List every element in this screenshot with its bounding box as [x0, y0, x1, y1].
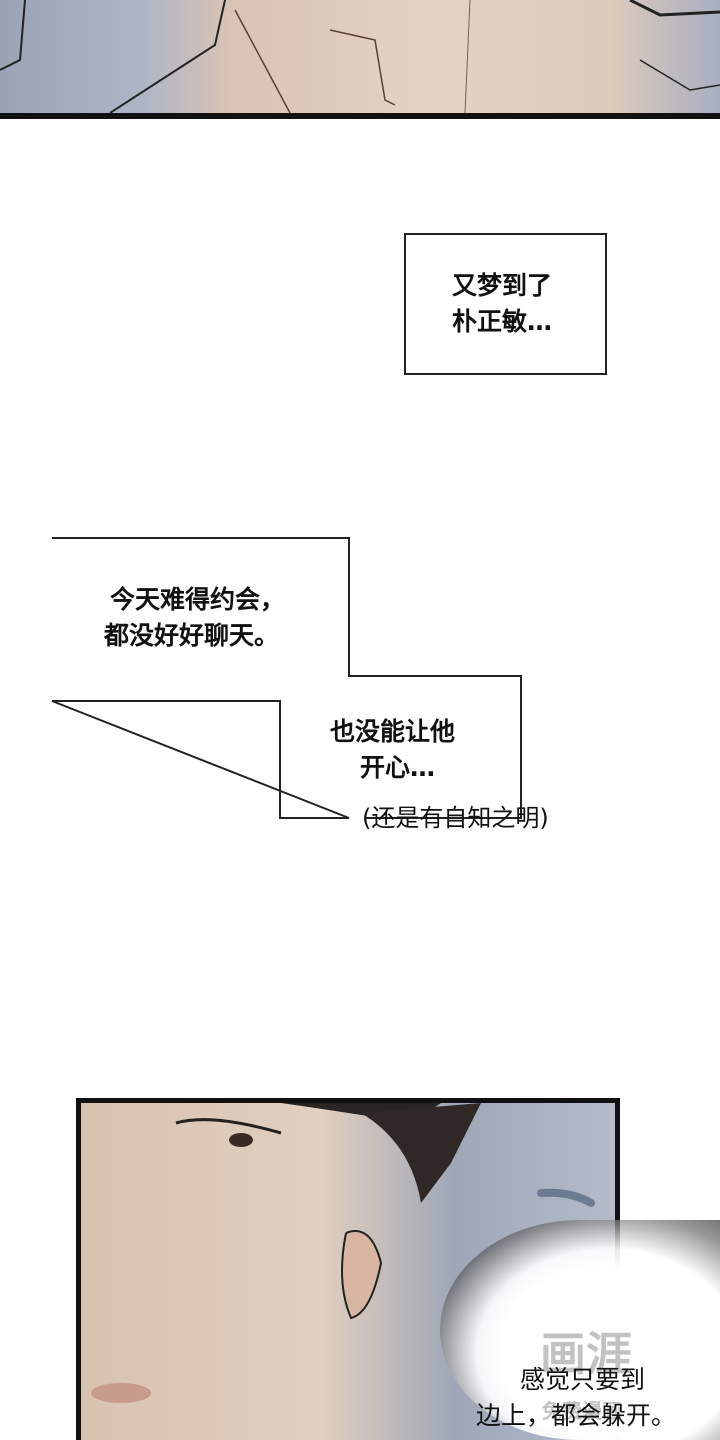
emphasis-burst — [440, 1220, 720, 1440]
caption-dream-line2: 朴正敏… — [452, 307, 553, 336]
caption-box-date — [51, 537, 522, 819]
burst-text-line2: 边上，都会躲开。 — [476, 1401, 677, 1430]
watermark-line2: 免费漫画 — [542, 1399, 622, 1423]
character-face — [91, 1103, 595, 1403]
caption-dream-line1: 又梦到了 — [452, 271, 553, 300]
burst-text-line1: 感觉只要到 — [520, 1365, 646, 1394]
caption-box-dream — [404, 233, 607, 375]
aside-text: (还是有自知之明) — [362, 804, 549, 832]
caption-date-line1: 今天难得约会， — [110, 585, 286, 614]
watermark-line1: 画涯 — [540, 1327, 632, 1381]
caption-date-line2: 都没好好聊天。 — [104, 621, 280, 650]
caption-happy-line1: 也没能让他 — [330, 717, 456, 746]
caption-happy-line2: 开心… — [360, 753, 436, 782]
comic-panel-top — [0, 0, 720, 119]
panel-linework — [0, 0, 720, 114]
